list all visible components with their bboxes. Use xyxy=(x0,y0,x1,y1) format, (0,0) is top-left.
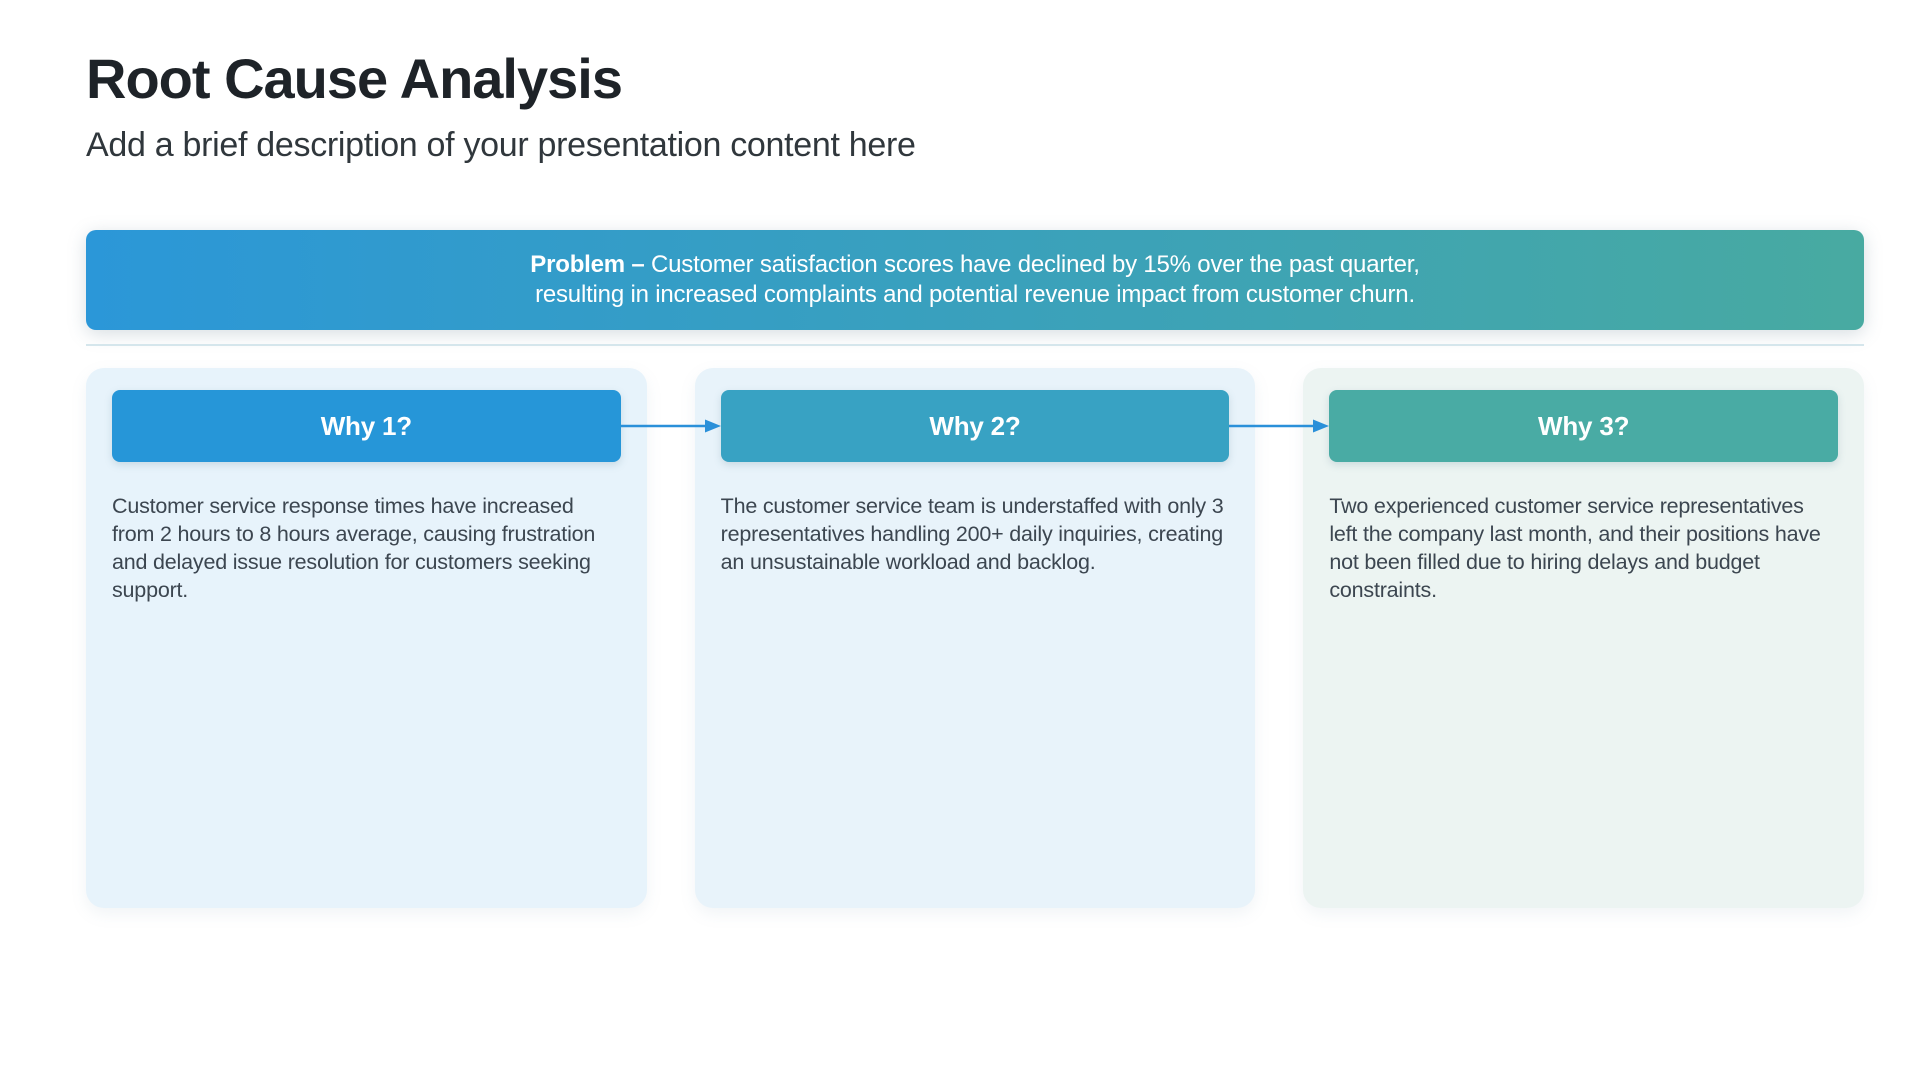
why-1-header: Why 1? xyxy=(112,390,621,462)
why-3-body: Two experienced customer service represe… xyxy=(1329,494,1821,602)
why-card-1: Why 1? Customer service response times h… xyxy=(86,368,647,908)
problem-line-2: resulting in increased complaints and po… xyxy=(535,281,1415,308)
arrow-why2-to-why3-icon xyxy=(1229,419,1329,433)
problem-line-1-text: Customer satisfaction scores have declin… xyxy=(651,251,1420,278)
why-3-label: Why 3? xyxy=(1538,410,1630,441)
why-2-label: Why 2? xyxy=(929,410,1021,441)
problem-label: Problem – xyxy=(530,251,645,278)
problem-line-1: Problem – Customer satisfaction scores h… xyxy=(530,250,1420,280)
problem-statement: Problem – Customer satisfaction scores h… xyxy=(530,250,1420,310)
divider xyxy=(86,344,1864,346)
why-1-label: Why 1? xyxy=(320,410,412,441)
page-title: Root Cause Analysis xyxy=(86,47,623,110)
why-1-body: Customer service response times have inc… xyxy=(112,494,596,602)
why-3-header: Why 3? xyxy=(1329,390,1838,462)
why-card-2: Why 2? The customer service team is unde… xyxy=(694,368,1256,908)
why-card-3: Why 3? Two experienced customer service … xyxy=(1303,368,1864,908)
problem-banner: Problem – Customer satisfaction scores h… xyxy=(86,230,1864,330)
page-subtitle: Add a brief description of your presenta… xyxy=(86,126,916,164)
arrow-why1-to-why2-icon xyxy=(621,419,721,433)
why-2-body: The customer service team is understaffe… xyxy=(720,494,1224,574)
why-cards-row: Why 1? Customer service response times h… xyxy=(86,368,1864,908)
why-2-header: Why 2? xyxy=(720,390,1230,462)
